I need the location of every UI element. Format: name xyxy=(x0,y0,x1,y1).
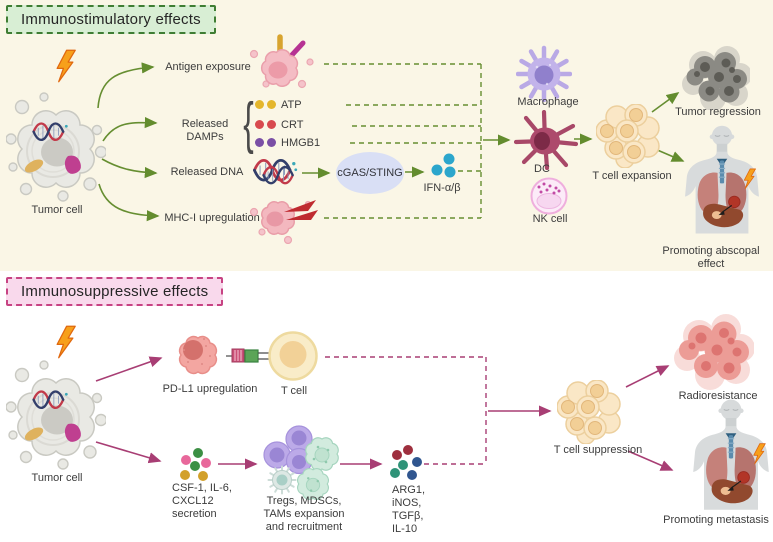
t-cell-label: T cell xyxy=(280,385,308,397)
damp-row-atp: ATP xyxy=(255,98,302,111)
crt-label: CRT xyxy=(281,118,304,131)
tumor-regression-icon xyxy=(682,46,750,110)
hmgb1-dot xyxy=(255,138,264,147)
macrophage-icon xyxy=(516,45,572,102)
pdl1-upregulation-label: PD-L1 upregulation xyxy=(162,383,258,395)
tumor-cell-illustration xyxy=(6,92,106,204)
secretion-label: CSF-1, IL-6, CXCL12 secretion xyxy=(172,482,232,520)
tumor-regression-label: Tumor regression xyxy=(675,106,761,118)
abscopal-body-illustration xyxy=(678,124,766,234)
mhc-upregulation-label: MHC-I upregulation xyxy=(164,212,260,224)
antigen-presenting-tumor-cell-icon xyxy=(249,34,314,89)
macrophage-label: Macrophage xyxy=(517,96,579,108)
tam-fluffy-cell xyxy=(305,437,339,471)
released-dna-label: Released DNA xyxy=(170,166,244,178)
mdsc-spiky-cell xyxy=(267,465,297,495)
antigen-exposure-label: Antigen exposure xyxy=(165,61,251,73)
ifn-label: IFN-α/β xyxy=(423,182,461,194)
hmgb1-label: HMGB1 xyxy=(281,136,321,149)
promoting-metastasis-label: Promoting metastasis xyxy=(663,514,769,526)
t-cell-suppression-label: T cell suppression xyxy=(553,444,643,456)
lightning-bolt-icon xyxy=(56,325,76,359)
suppressive-arrows-layer xyxy=(95,356,674,471)
damp-row-hmgb1: HMGB1 xyxy=(255,136,321,149)
mediators-label: ARG1, iNOS, TGFβ, IL-10 xyxy=(392,484,426,535)
mhc-tumor-cell-icon xyxy=(249,200,318,244)
atp-dot xyxy=(267,100,276,109)
tam-fluffy-cell xyxy=(297,468,329,500)
stimulatory-title: Immunostimulatory effects xyxy=(6,5,216,34)
atp-label: ATP xyxy=(281,98,302,111)
radioresistance-label: Radioresistance xyxy=(678,390,758,402)
expansion-recruitment-label: Tregs, MDSCs, TAMs expansion and recruit… xyxy=(263,495,345,533)
t-cell-icon xyxy=(268,331,318,381)
dna-icon xyxy=(253,158,299,185)
atp-dot xyxy=(255,100,264,109)
suppressive-title: Immunosuppressive effects xyxy=(6,277,224,306)
tumor-cell-label: Tumor cell xyxy=(31,472,83,484)
tumor-cell-label: Tumor cell xyxy=(31,204,83,216)
crt-dot xyxy=(255,120,264,129)
pdl1-tumor-cell-icon xyxy=(178,335,218,375)
cytokine-dots-icon xyxy=(180,448,211,481)
abscopal-effect-label: Promoting abscopal effect xyxy=(662,245,760,270)
nk-cell-label: NK cell xyxy=(532,213,568,225)
t-cell-expansion-label: T cell expansion xyxy=(592,170,672,182)
hmgb1-dot xyxy=(267,138,276,147)
lightning-bolt-icon xyxy=(56,49,76,83)
dendritic-cell-icon xyxy=(514,110,578,170)
arrow-to-radioresistance xyxy=(625,365,670,388)
ifn-dots-icon xyxy=(431,153,456,178)
nk-cell-icon xyxy=(530,177,568,215)
mhc-molecules xyxy=(284,200,318,220)
mediator-dots-icon xyxy=(390,445,422,480)
crt-dot xyxy=(267,120,276,129)
damp-row-crt: CRT xyxy=(255,118,304,131)
radioresistance-tumor-icon xyxy=(674,314,754,390)
tumor-cell-illustration xyxy=(6,360,106,472)
cgas-sting-label: cGAS/STING xyxy=(337,167,403,179)
released-damps-label: Released DAMPs xyxy=(181,118,229,143)
metastasis-body-illustration xyxy=(686,398,773,510)
cgas-sting-node: cGAS/STING xyxy=(336,152,404,194)
antigen-spike-magenta xyxy=(288,40,306,59)
t-cell-expansion-icon xyxy=(596,104,660,168)
damps-brace: { xyxy=(243,91,254,155)
dc-label: DC xyxy=(534,163,550,175)
t-cell-suppression-icon xyxy=(557,380,621,444)
tregs-mdscs-tams-icon xyxy=(263,425,339,500)
